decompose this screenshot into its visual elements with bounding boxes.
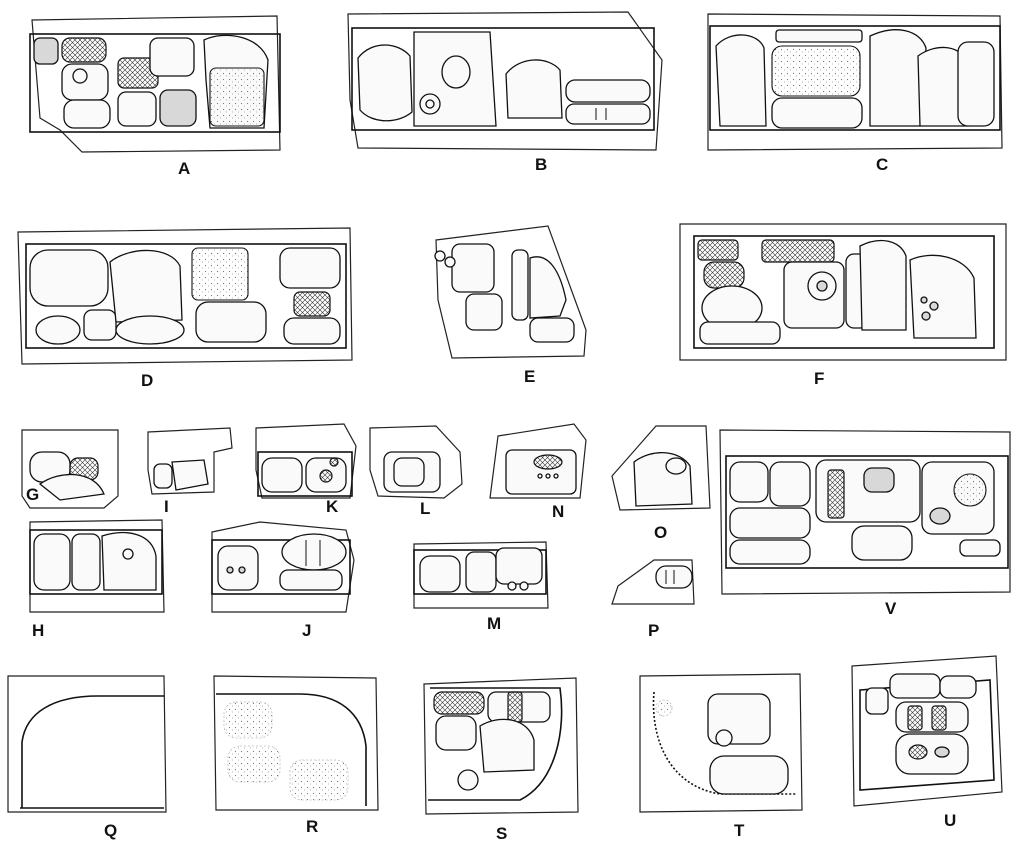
fragment-n xyxy=(489,423,587,499)
label-b: B xyxy=(535,155,548,174)
label-l: L xyxy=(420,499,431,518)
label-a: A xyxy=(178,159,191,178)
fragment-i xyxy=(147,427,233,495)
fragment-p xyxy=(611,559,695,605)
label-f: F xyxy=(814,369,825,388)
fragment-r xyxy=(213,675,379,811)
label-o: O xyxy=(654,523,668,542)
label-u: U xyxy=(944,811,957,830)
fragment-s xyxy=(423,677,579,815)
fragment-c xyxy=(707,13,1003,151)
label-k: K xyxy=(326,497,339,516)
label-e: E xyxy=(524,367,536,386)
label-c: C xyxy=(876,155,889,174)
fragment-o xyxy=(611,425,711,511)
fragment-g xyxy=(21,429,119,509)
label-m: M xyxy=(487,614,502,633)
label-s: S xyxy=(496,824,508,843)
fragment-k xyxy=(255,423,357,499)
label-v: V xyxy=(885,599,897,618)
fragment-u xyxy=(851,655,1003,807)
fragment-q xyxy=(7,675,167,813)
fragment-j xyxy=(211,521,355,613)
fragment-e xyxy=(434,225,587,359)
label-q: Q xyxy=(104,821,118,840)
fragment-v xyxy=(719,429,1011,595)
fragment-h xyxy=(29,519,165,613)
fragment-l xyxy=(369,425,463,499)
fragment-b xyxy=(347,11,663,151)
fragment-m xyxy=(413,541,549,609)
label-g: G xyxy=(26,485,40,504)
label-j: J xyxy=(302,621,312,640)
label-h: H xyxy=(32,621,45,640)
fragment-d xyxy=(17,227,353,365)
fragment-t xyxy=(639,673,803,813)
label-t: T xyxy=(734,821,745,840)
label-i: I xyxy=(164,497,169,516)
label-n: N xyxy=(552,502,565,521)
label-p: P xyxy=(648,621,660,640)
fragment-a xyxy=(29,15,281,153)
label-r: R xyxy=(306,817,319,836)
fragment-f xyxy=(679,223,1007,361)
label-d: D xyxy=(141,371,154,390)
